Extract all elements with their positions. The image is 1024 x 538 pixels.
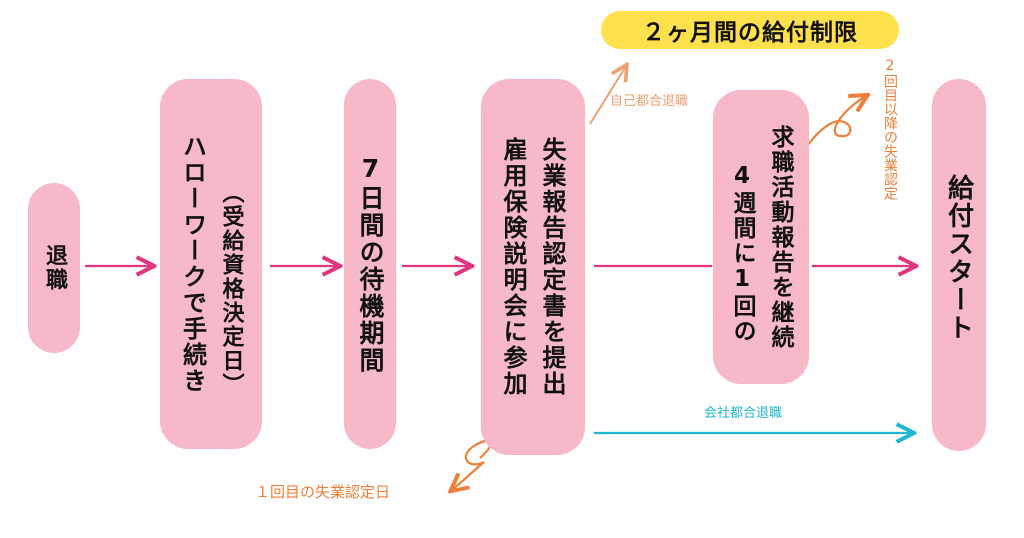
step-resign-label: 退職	[42, 244, 67, 292]
step-waiting: 7日間の待機期間	[344, 79, 396, 449]
step-activity-line2: 求職活動報告を継続	[767, 124, 793, 350]
company-reason-label: 会社都合退職	[704, 406, 783, 421]
second-certification-label: 2回目以降の失業認定	[882, 58, 898, 200]
step-briefing-line2: 失業報告認定書を提出	[538, 137, 566, 397]
restriction-label: ２ヶ月間の給付制限	[642, 20, 858, 46]
step-benefit-start: 給付スタート	[932, 79, 986, 451]
step-briefing: 雇用保険説明会に参加 失業報告認定書を提出	[481, 79, 585, 455]
step-hellowork: ハローワークで手続き （受給資格決定日）	[160, 79, 262, 449]
step-benefit-start-label: 給付スタート	[943, 174, 974, 342]
step-hellowork-line1: ハローワークで手続き	[178, 134, 207, 394]
step-activity-line1: 4週間に1回の	[729, 162, 755, 344]
step-waiting-label: 7日間の待機期間	[356, 154, 385, 374]
self-reason-label: 自己都合退職	[610, 94, 689, 109]
step-briefing-line1: 雇用保険説明会に参加	[499, 137, 527, 397]
arrow-self-reason	[589, 66, 626, 125]
curl-first-certification	[452, 439, 493, 490]
first-certification-label: １回目の失業認定日	[255, 483, 391, 501]
restriction-badge: ２ヶ月間の給付制限	[601, 11, 899, 49]
step-activity: 4週間に1回の 求職活動報告を継続	[713, 90, 809, 384]
step-hellowork-line2: （受給資格決定日）	[218, 181, 244, 397]
curl-second-certification	[803, 96, 866, 151]
step-resign: 退職	[28, 183, 80, 353]
